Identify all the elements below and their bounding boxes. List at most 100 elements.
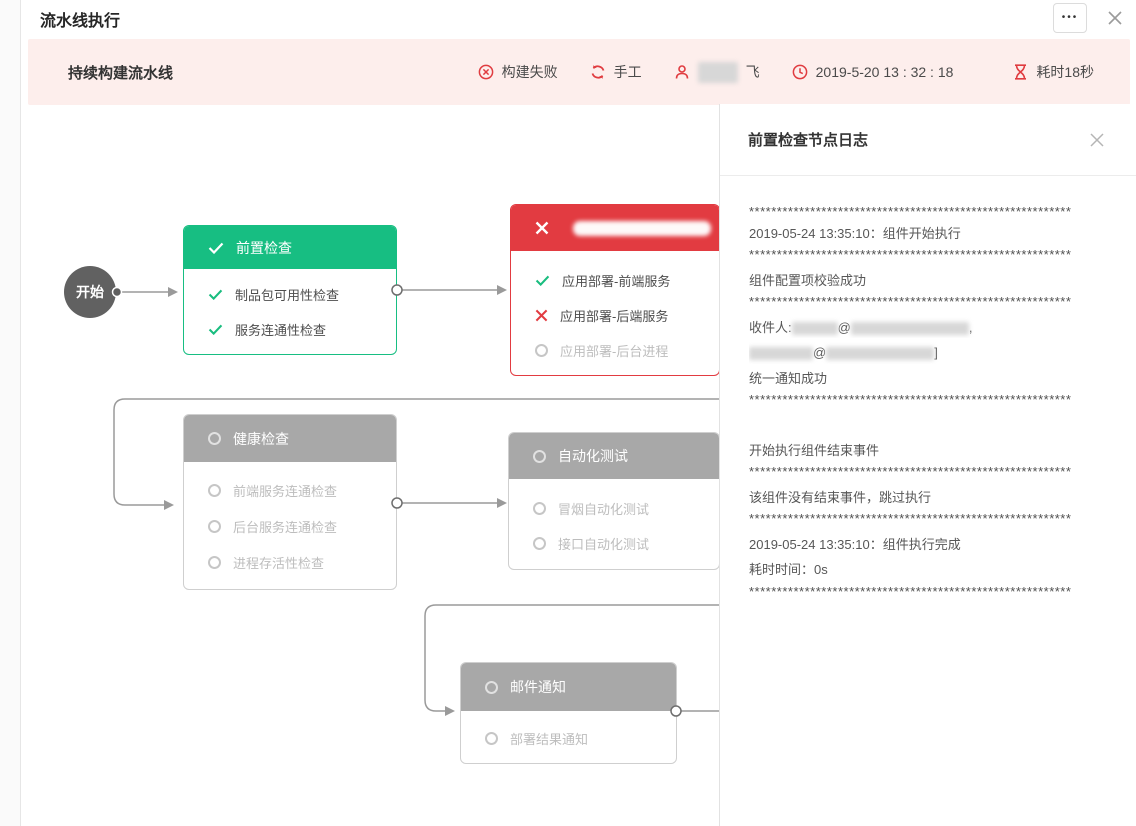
pending-icon	[533, 449, 546, 463]
node-item-label: 应用部署-后台进程	[560, 344, 669, 359]
node-deploy[interactable]: 应用部署-前端服务 应用部署-后端服务 应用部署-后台进程	[510, 204, 720, 376]
hourglass-icon	[1015, 64, 1027, 80]
pending-icon	[485, 680, 498, 694]
log-panel-header: 前置检查节点日志	[720, 104, 1136, 176]
node-health-check[interactable]: 健康检查 前端服务连通检查 后台服务连通检查 进程存活性检查	[183, 414, 397, 590]
node-item[interactable]: 进程存活性检查	[184, 544, 396, 580]
recipient-redacted	[826, 347, 935, 361]
ellipsis-icon: •••	[1061, 12, 1079, 23]
node-title: 邮件通知	[510, 679, 566, 695]
node-auto-test[interactable]: 自动化测试 冒烟自动化测试 接口自动化测试	[508, 432, 720, 570]
node-header[interactable]: 健康检查	[184, 415, 396, 462]
log-separator: ****************************************…	[749, 392, 1072, 407]
bracket-close: ]	[934, 345, 938, 360]
node-item[interactable]: 前端服务连通检查	[184, 472, 396, 508]
log-line: 耗时时间：0s	[749, 562, 828, 577]
log-content: ****************************************…	[720, 176, 1136, 602]
refresh-icon	[591, 65, 604, 79]
node-item[interactable]: 应用部署-后端服务	[511, 298, 719, 333]
pending-icon	[535, 344, 548, 357]
node-item[interactable]: 应用部署-后台进程	[511, 333, 719, 368]
pipeline-meta: 构建失败 手工 飞 2019-5-20 13 : 32 : 1	[478, 61, 1094, 83]
pending-icon	[485, 731, 498, 745]
log-line: 组件配置项校验成功	[749, 272, 867, 288]
node-item[interactable]: 接口自动化测试	[509, 526, 719, 561]
pending-icon	[208, 432, 221, 445]
node-item-label: 应用部署-后端服务	[560, 309, 669, 324]
person-icon	[675, 65, 688, 79]
build-time-label: 2019-5-20 13 : 32 : 18	[815, 64, 954, 80]
pending-icon	[208, 555, 221, 569]
log-line: 统一通知成功	[749, 370, 828, 386]
check-icon	[208, 324, 223, 335]
build-status-label: 构建失败	[501, 64, 558, 80]
at-sign: @	[837, 319, 851, 335]
log-separator: ****************************************…	[749, 247, 1072, 262]
window-close-button[interactable]	[1102, 5, 1128, 31]
node-mail-notify[interactable]: 邮件通知 部署结果通知	[460, 662, 677, 764]
build-duration: 耗时18秒	[1013, 62, 1094, 82]
recipient-redacted	[749, 347, 813, 361]
log-line-recipients: 收件人:@,	[749, 317, 1130, 339]
close-icon	[1108, 11, 1122, 25]
node-header[interactable]: 自动化测试	[509, 433, 719, 479]
log-line: 2019-05-24 13:35:10：组件开始执行	[749, 225, 961, 241]
log-separator: ****************************************…	[749, 464, 1072, 479]
log-panel-title: 前置检查节点日志	[748, 132, 869, 149]
user-name-suffix: 飞	[745, 64, 760, 80]
build-status: 构建失败	[478, 62, 558, 82]
log-separator: ****************************************…	[749, 204, 1072, 219]
node-header[interactable]: 邮件通知	[461, 663, 676, 711]
node-header[interactable]	[511, 205, 719, 251]
log-line: 该组件没有结束事件，跳过执行	[749, 489, 932, 505]
log-separator: ****************************************…	[749, 511, 1072, 526]
close-icon	[1090, 132, 1104, 147]
pending-icon	[208, 519, 221, 533]
node-item[interactable]: 应用部署-前端服务	[511, 263, 719, 298]
pending-icon	[533, 537, 546, 550]
node-title: 自动化测试	[558, 448, 628, 464]
node-item[interactable]: 服务连通性检查	[184, 312, 396, 347]
trigger-mode-label: 手工	[613, 64, 642, 80]
log-line-recipients: @]	[749, 342, 1130, 364]
more-actions-button[interactable]: •••	[1053, 3, 1087, 33]
node-item-label: 部署结果通知	[510, 731, 589, 747]
node-log-panel: 前置检查节点日志 *******************************…	[719, 104, 1136, 826]
node-item[interactable]: 部署结果通知	[461, 720, 676, 756]
clock-icon	[792, 64, 807, 80]
log-separator: ****************************************…	[749, 294, 1072, 309]
node-header[interactable]: 前置检查	[184, 226, 396, 269]
node-item-label: 应用部署-前端服务	[562, 274, 671, 289]
node-item-label: 接口自动化测试	[558, 537, 650, 552]
node-item[interactable]: 制品包可用性检查	[184, 277, 396, 312]
node-item[interactable]: 后台服务连通检查	[184, 508, 396, 544]
node-item-label: 进程存活性检查	[233, 555, 325, 571]
start-node-label: 开始	[76, 284, 104, 300]
node-item-label: 后台服务连通检查	[233, 519, 338, 535]
node-item[interactable]: 冒烟自动化测试	[509, 491, 719, 526]
start-node[interactable]: 开始	[64, 266, 116, 318]
drawer-left-margin	[0, 0, 20, 826]
comma: ,	[968, 319, 973, 335]
node-item-label: 前端服务连通检查	[233, 483, 338, 499]
pending-icon	[208, 483, 221, 497]
page-title: 流水线执行	[40, 13, 121, 30]
triggered-by-user: 飞	[674, 61, 760, 83]
pipeline-summary-banner: 持续构建流水线 构建失败 手工 飞	[28, 39, 1130, 105]
at-sign: @	[813, 345, 827, 360]
drawer-left-border	[20, 0, 21, 826]
log-line: 开始执行组件结束事件	[749, 442, 880, 458]
node-title-redacted	[573, 220, 711, 236]
pipeline-name: 持续构建流水线	[68, 64, 174, 82]
node-item-label: 服务连通性检查	[235, 323, 327, 338]
log-panel-close-button[interactable]	[1086, 129, 1108, 151]
node-title: 健康检查	[233, 430, 289, 447]
recipient-redacted	[850, 321, 969, 335]
recipient-redacted	[791, 321, 838, 335]
circle-x-icon	[478, 64, 493, 80]
pending-icon	[533, 502, 546, 515]
log-line: 2019-05-24 13:35:10：组件执行完成	[749, 536, 961, 552]
node-pre-check[interactable]: 前置检查 制品包可用性检查 服务连通性检查	[183, 225, 397, 355]
check-icon	[208, 242, 224, 254]
check-icon	[208, 289, 223, 300]
